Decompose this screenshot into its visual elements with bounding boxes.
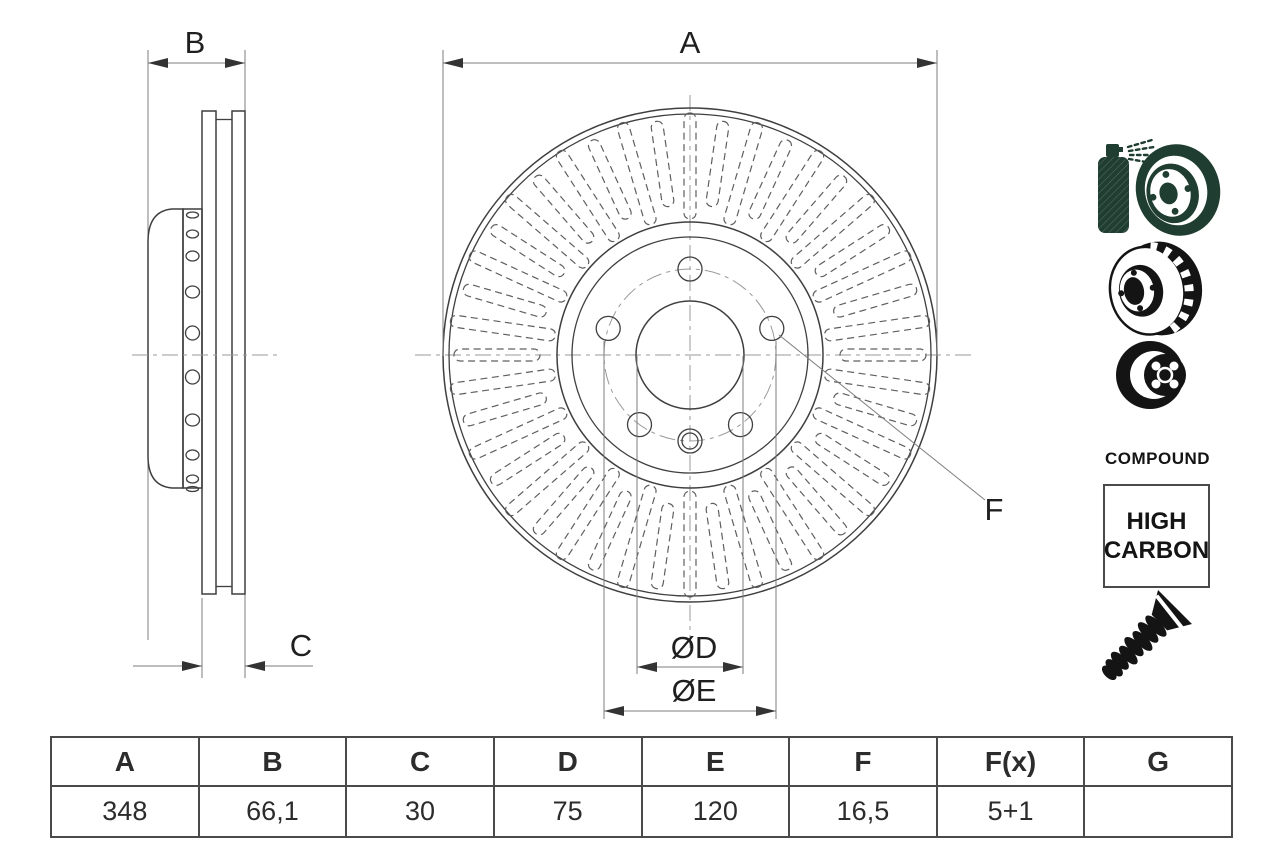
spec-table: A B C D E F F(x) G 348 66,1 30 75 120 16… [50, 736, 1233, 838]
spec-header-cell: C [345, 736, 495, 787]
spec-value-cell: 120 [640, 785, 791, 838]
dim-label-D: ØD [671, 630, 718, 665]
compound-label: COMPOUND [1104, 449, 1211, 468]
dimensions: A B C ØD ØE [133, 25, 1003, 719]
spray-can [1098, 144, 1129, 233]
dim-label-E: ØE [672, 673, 717, 708]
set-screw-hole [677, 428, 703, 454]
spec-value-cell: 75 [492, 785, 643, 838]
spec-value-cell: 16,5 [788, 785, 938, 838]
spec-value-cell [1083, 785, 1233, 838]
dim-label-C: C [290, 628, 312, 663]
connection-pins [184, 211, 201, 493]
side-view-cross-section [132, 50, 282, 678]
high-carbon-line2: CARBON [1103, 537, 1210, 564]
coated-disc [1135, 144, 1221, 236]
high-carbon-line1: HIGH [1126, 508, 1187, 535]
compound-disc-icon [1116, 341, 1186, 409]
spec-header-row: A B C D E F F(x) G [50, 736, 1233, 787]
spec-header-cell: G [1083, 736, 1233, 787]
spec-value-cell: 30 [345, 785, 495, 838]
spec-value-row: 348 66,1 30 75 120 16,5 5+1 [50, 785, 1233, 838]
ventilation-slots [449, 112, 931, 598]
technical-drawing: A B C ØD ØE [132, 25, 1003, 719]
screw-icon [1101, 590, 1192, 681]
spec-header-cell: E [640, 736, 791, 787]
spec-header-cell: F(x) [935, 736, 1086, 787]
spec-value-cell: 5+1 [935, 785, 1086, 838]
vent-slots [1149, 241, 1194, 338]
spec-header-cell: F [788, 736, 938, 787]
high-carbon-badge: HIGH CARBON [1103, 484, 1210, 588]
coated-disc-icon [1098, 138, 1221, 236]
spec-value-cell: 348 [50, 785, 200, 838]
spec-header-cell: A [50, 736, 200, 787]
dim-label-B: B [185, 25, 206, 60]
vented-disc-icon [1108, 241, 1203, 338]
center-bore [635, 300, 745, 410]
spec-value-cell: 66,1 [197, 785, 348, 838]
bolt-holes [595, 256, 785, 438]
dim-label-F: F [985, 492, 1004, 527]
dim-label-A: A [680, 25, 701, 60]
spec-header-cell: D [492, 736, 643, 787]
front-view [415, 95, 975, 648]
spec-header-cell: B [197, 736, 348, 787]
